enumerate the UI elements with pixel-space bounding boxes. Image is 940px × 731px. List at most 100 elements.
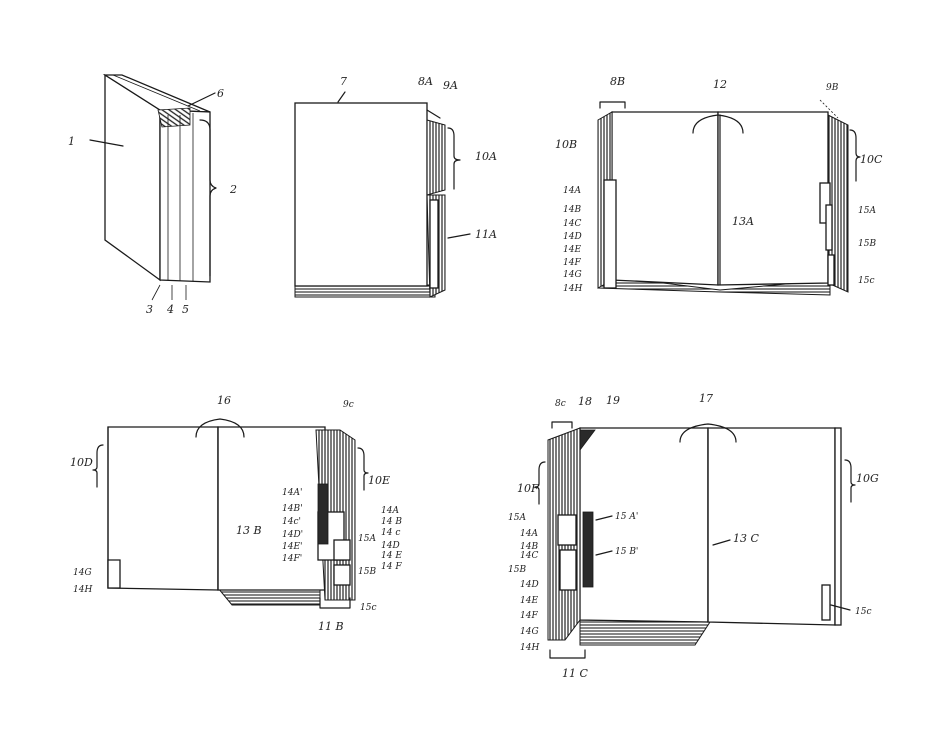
tab-label-15c: 15c <box>858 276 875 286</box>
front-cover-panel <box>104 73 161 282</box>
label-1: 1 <box>68 135 75 148</box>
label-14h: 14H <box>73 585 92 595</box>
label-13c: 13 C <box>733 532 759 545</box>
hatched-corner <box>157 107 191 128</box>
tab-block <box>317 483 329 545</box>
tab-10a <box>426 119 446 196</box>
right-page <box>717 111 829 286</box>
right-page <box>707 427 836 626</box>
tab-label-14e: 14E <box>520 596 538 606</box>
label-13b: 13 B <box>236 524 262 537</box>
tab-label-14h: 14H <box>520 643 539 653</box>
tab-15c <box>821 584 831 621</box>
label-15b: 15B <box>358 567 376 577</box>
right-tabs-15 <box>819 182 835 286</box>
tab-label-14b-prime: 14B' <box>282 504 303 514</box>
label-9a: 9A <box>443 79 458 92</box>
label-15c: 15c <box>360 603 377 613</box>
tab-label-14h: 14H <box>563 284 582 294</box>
spine-side <box>159 109 211 283</box>
label-6: 6 <box>217 87 224 100</box>
label-16: 16 <box>217 394 231 407</box>
tab-label-15b: 15B <box>858 239 876 249</box>
label-10a: 10A <box>475 150 497 163</box>
tab-label-14d: 14D <box>520 580 539 590</box>
figure-1-binder: 1 2 3 4 5 6 <box>68 73 237 316</box>
tab-label-14g: 14G <box>563 270 582 280</box>
label-18: 18 <box>578 395 592 408</box>
tab-label-14f: 14F <box>563 258 581 268</box>
tab-label-14b: 14 B <box>381 517 402 527</box>
tab-label-14c: 14C <box>563 219 581 229</box>
tab-label-14c: 14C <box>520 551 538 561</box>
label-15a: 15A <box>358 534 376 544</box>
label-10e: 10E <box>368 474 390 487</box>
tab-label-14f: 14F <box>520 611 538 621</box>
label-11a: 11A <box>475 228 497 241</box>
label-15c: 15c <box>855 607 872 617</box>
label-10g: 10G <box>856 472 879 485</box>
label-7: 7 <box>340 75 347 88</box>
bottom-edge <box>294 284 436 298</box>
label-5: 5 <box>182 303 189 316</box>
figure-4-open-binder: 16 9c 10D 10E 13 B 11 B 14G 14H 15A 15B … <box>70 394 402 633</box>
tab-label-15b: 15B <box>508 565 526 575</box>
tab-label-14d-prime: 14D' <box>282 530 303 540</box>
tab-label-14e: 14 E <box>381 551 402 561</box>
dark-corner-19 <box>579 429 596 452</box>
tab-label-14a-prime: 14A' <box>282 488 302 498</box>
label-3: 3 <box>146 303 153 316</box>
tab-label-14b: 14B <box>563 205 581 215</box>
left-page <box>107 426 219 591</box>
label-9c: 9c <box>343 400 354 410</box>
label-10b: 10B <box>555 138 577 151</box>
tab-label-14a: 14A <box>563 186 581 196</box>
right-page <box>217 426 326 591</box>
tab-label-14a: 14A <box>520 529 538 539</box>
label-11b: 11 B <box>318 620 344 633</box>
tab-label-14d: 14D <box>563 232 582 242</box>
tab-label-14c-prime: 14c' <box>282 517 301 527</box>
label-14g: 14G <box>73 568 92 578</box>
label-15b-prime: 15 B' <box>615 547 638 557</box>
tab-label-14d: 14D <box>381 541 400 551</box>
label-10d: 10D <box>70 456 93 469</box>
tab-label-14g: 14G <box>520 627 539 637</box>
tab-11a <box>429 199 439 289</box>
label-8a: 8A <box>418 75 433 88</box>
right-tab-labels-14: 14A 14 B 14 c 14D 14 E 14 F <box>381 506 402 572</box>
left-tab-labels: 15A 14A 14B 14C 15B 14D 14E 14F 14G 14H <box>508 513 539 653</box>
figure-3-open-binder: 8B 12 9B 10B 10C 13A 14A 14B 14C 14D 14E… <box>555 75 883 296</box>
label-13a: 13A <box>732 215 754 228</box>
label-15a-prime: 15 A' <box>615 512 638 522</box>
cover-7 <box>294 102 428 287</box>
label-10c: 10C <box>860 153 883 166</box>
label-12: 12 <box>713 78 727 91</box>
tab-label-14a: 14A <box>381 506 399 516</box>
tab-label-14f: 14 F <box>381 562 402 572</box>
label-10f: 10F <box>517 482 539 495</box>
tab-label-14b: 14B <box>520 542 538 552</box>
bottom-pages <box>579 619 711 646</box>
left-tab-labels-14: 14A 14B 14C 14D 14E 14F 14G 14H <box>563 186 582 294</box>
figure-5-open-binder: 8c 18 19 17 10F 10G 13 C 11 C 15 A' 15 B… <box>508 392 879 680</box>
left-tab-labels-14-prime: 14A' 14B' 14c' 14D' 14E' 14F' <box>282 488 303 564</box>
label-8c: 8c <box>555 399 566 409</box>
figure-2-closed-binder: 7 8A 9A 10A 11A <box>294 75 497 298</box>
left-page <box>579 427 709 623</box>
label-4: 4 <box>166 303 174 316</box>
label-11c: 11 C <box>562 667 588 680</box>
left-page <box>611 111 719 286</box>
label-19: 19 <box>606 394 620 407</box>
tab-label-14f-prime: 14F' <box>282 554 302 564</box>
right-tab-labels-15: 15A 15B 15c <box>858 206 876 286</box>
tab-label-14e: 14E <box>563 245 581 255</box>
tab-block-15a <box>582 511 594 588</box>
tab-label-14c: 14 c <box>381 528 400 538</box>
left-tabs-14 <box>603 179 617 289</box>
tab-label-15a: 15A <box>858 206 876 216</box>
label-9b: 9B <box>826 83 839 93</box>
tab-label-15a: 15A <box>508 513 526 523</box>
